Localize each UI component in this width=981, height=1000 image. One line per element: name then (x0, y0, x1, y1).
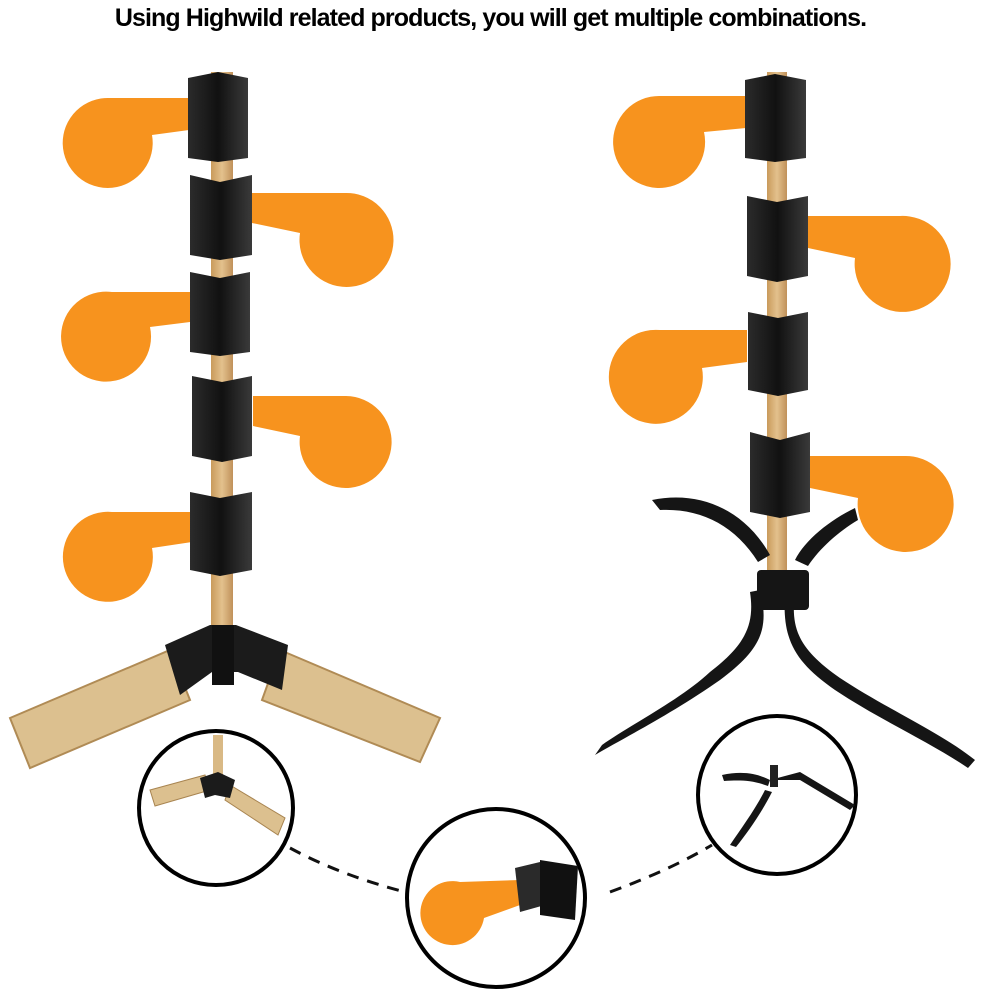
right-paddle-1 (613, 95, 746, 188)
left-hangers (188, 72, 252, 576)
right-paddle-2 (808, 215, 951, 312)
right-steel-base (595, 497, 975, 768)
headline: Using Highwild related products, you wil… (114, 4, 867, 32)
left-paddle-4 (253, 396, 392, 488)
left-paddle-3 (61, 291, 190, 382)
dashed-connectors (289, 843, 713, 894)
left-target-tree (8, 72, 442, 770)
right-paddle-3 (608, 329, 747, 424)
left-paddle-5 (62, 511, 193, 602)
right-hangers (745, 74, 810, 518)
right-target-tree (595, 72, 975, 768)
left-paddle-1 (62, 97, 189, 188)
right-paddle-4 (810, 455, 954, 552)
inset-wood-base (137, 729, 295, 887)
left-wood-base (8, 625, 442, 770)
inset-steel-base (696, 714, 858, 876)
inset-paddle-mount (405, 807, 587, 989)
left-paddle-2 (252, 192, 394, 287)
